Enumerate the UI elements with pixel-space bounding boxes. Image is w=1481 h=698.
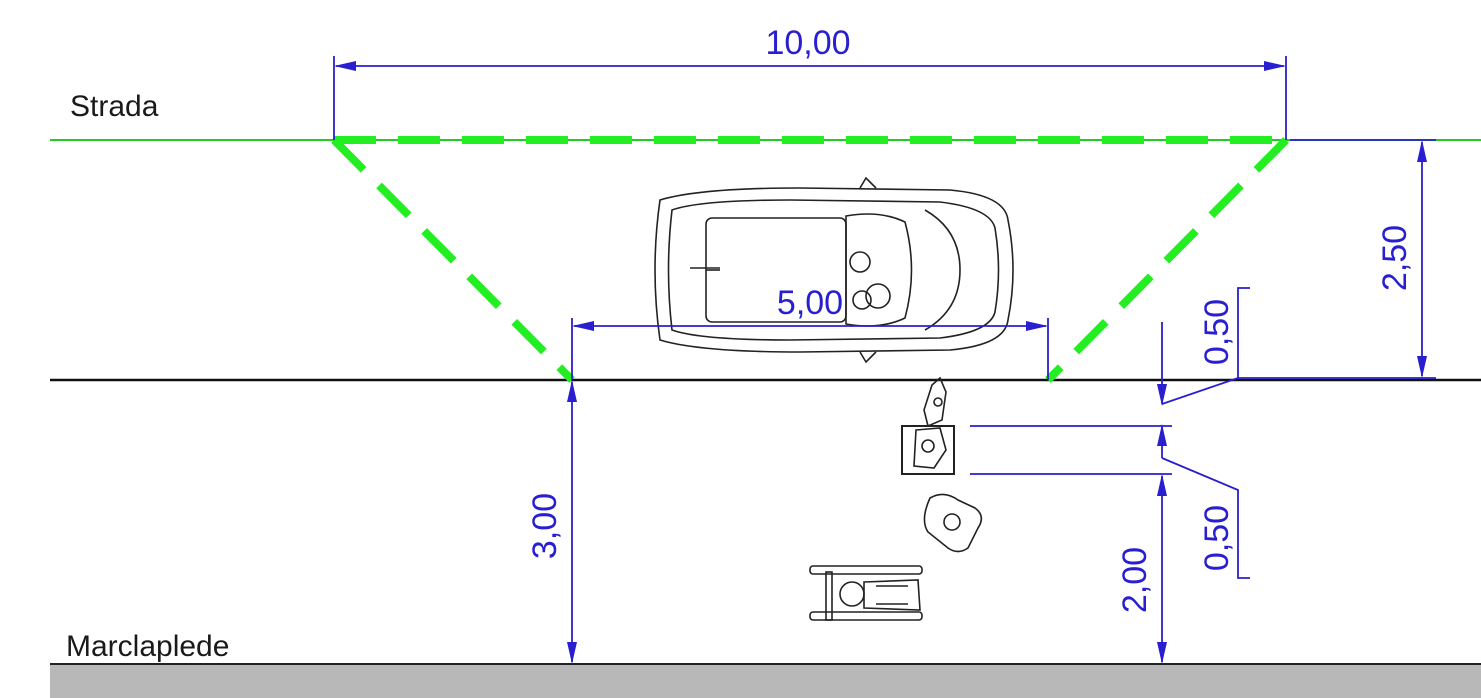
dimension-bottom-width: [571, 318, 1049, 380]
ground-strip: [50, 664, 1481, 698]
dimension-top-width: [333, 56, 1287, 140]
dimension-label-bottom-width: 5,00: [777, 284, 843, 322]
wheelchair-user-icon: [809, 565, 923, 621]
dimension-label-top-width: 10,00: [765, 24, 850, 62]
sidewalk-label: Marclaplede: [66, 630, 229, 663]
dimension-label-offset-upper: 0,50: [1198, 299, 1236, 365]
road-label: Strada: [70, 90, 159, 123]
dimension-pedestrian-offsets: [970, 287, 1250, 664]
dimension-triangle-depth: [1238, 139, 1436, 379]
pedestrian-with-stroller-icon: [901, 425, 955, 475]
pedestrian-icon: [923, 376, 947, 428]
dimension-label-pedestrian-clearance: 2,00: [1116, 547, 1154, 613]
dimension-label-triangle-depth: 2,50: [1376, 225, 1414, 291]
dimension-label-offset-lower: 0,50: [1198, 505, 1236, 571]
visibility-triangle: [331, 136, 1289, 383]
car-top-view-icon: [654, 176, 1014, 364]
pedestrian-icon: [923, 493, 983, 553]
dimension-label-sidewalk-depth: 3,00: [526, 493, 564, 559]
